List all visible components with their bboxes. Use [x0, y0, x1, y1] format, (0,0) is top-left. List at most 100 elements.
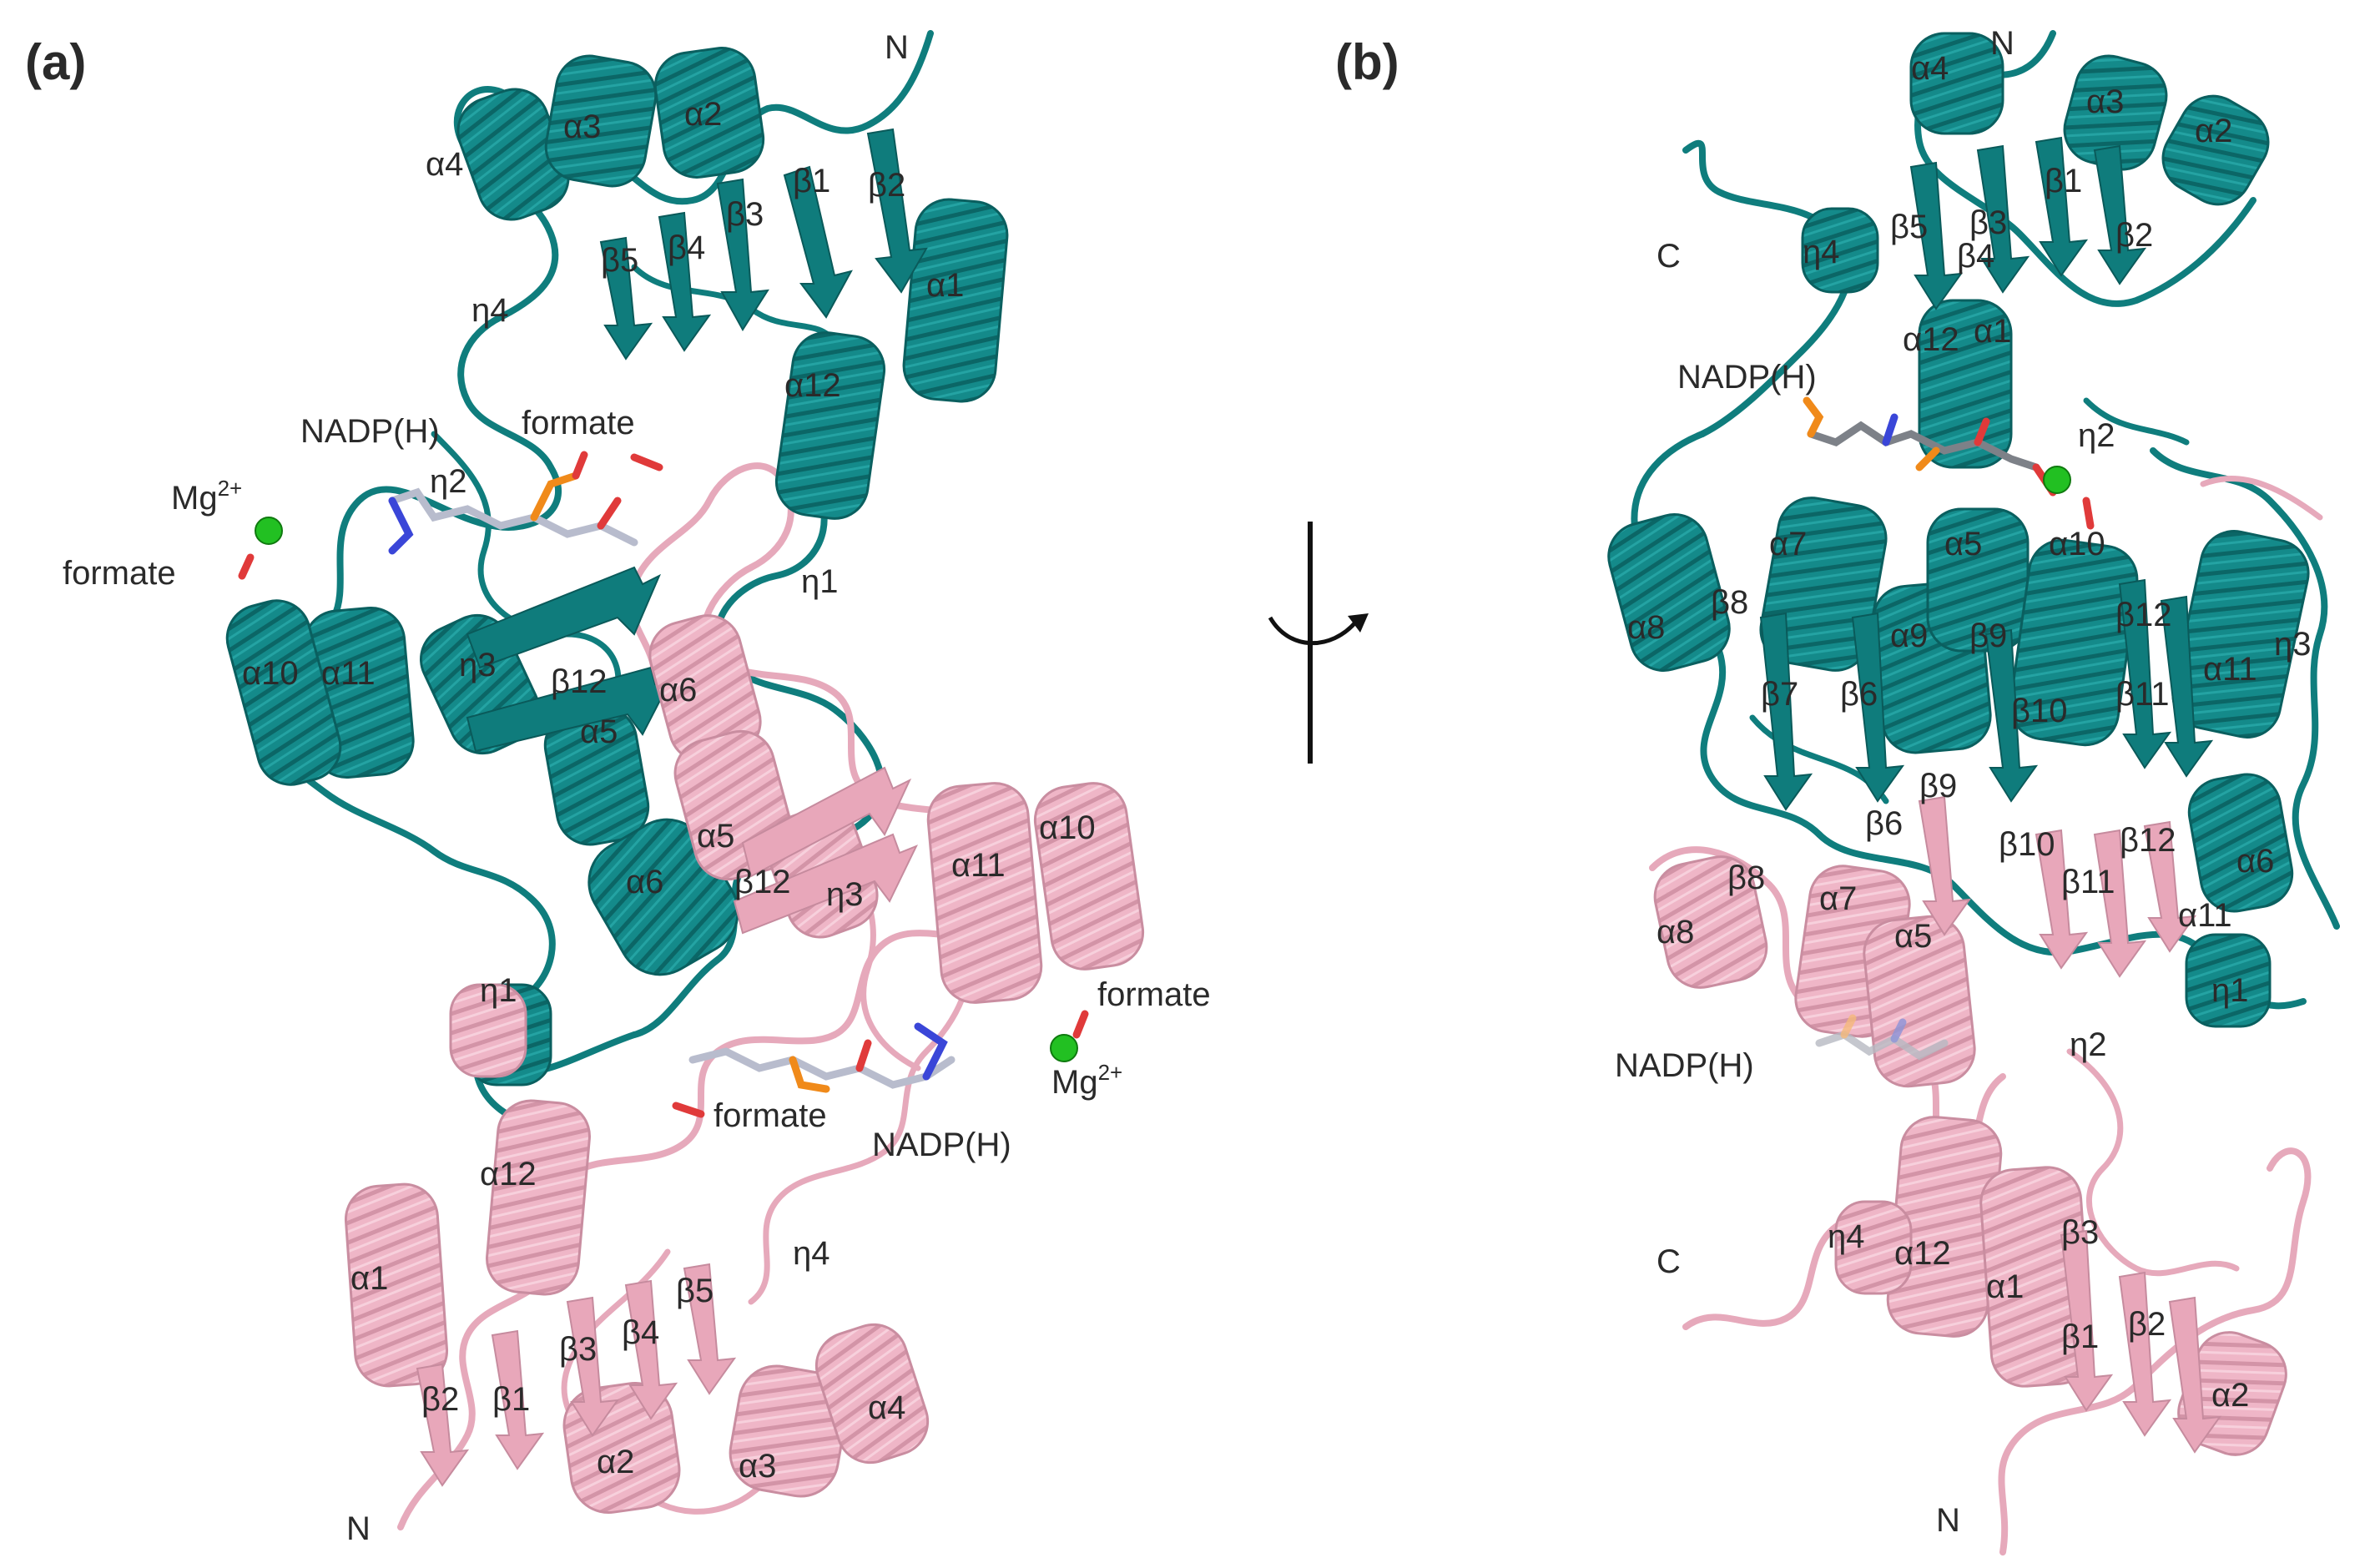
- magnesium-ion-bottom: [1050, 1034, 1078, 1062]
- nadp-stick-bottom: [688, 1022, 956, 1093]
- panel-a-label: (a): [25, 34, 86, 90]
- label-b-teal-eta2: η2: [2078, 417, 2115, 454]
- label-b-teal-b8: β8: [1711, 584, 1748, 621]
- label-formate-top: formate: [522, 405, 635, 441]
- label-b-pink-eta1: η1: [2211, 972, 2249, 1009]
- magnesium-ion-b: [2043, 466, 2071, 494]
- helix-a11-pink: [926, 782, 1043, 1004]
- label-pink-b3: β3: [559, 1331, 597, 1368]
- label-b-pink-a8: α8: [1656, 914, 1694, 950]
- label-pink-a1: α1: [350, 1260, 388, 1297]
- panel-b-labels: N C C N α4 α3 α2 β1 β5 β3 β2 η4 β4 α12 α…: [1615, 25, 2312, 1539]
- label-b-pink-b6: β6: [1865, 805, 1903, 842]
- panel-b-label: (b): [1335, 34, 1399, 90]
- formate-bottom-stick: [672, 1102, 705, 1118]
- label-teal-a11: α11: [321, 655, 376, 692]
- label-b-pink-eta4: η4: [1828, 1218, 1865, 1255]
- label-b-teal-a4: α4: [1911, 50, 1949, 87]
- rotation-symbol: [1268, 522, 1369, 764]
- label-teal-a3: α3: [563, 108, 601, 145]
- label-nadp-top: NADP(H): [300, 413, 440, 450]
- label-b-teal-a12: α12: [1903, 321, 1959, 358]
- helix-a12-pink: [486, 1099, 591, 1296]
- label-b-pink-a12: α12: [1894, 1235, 1951, 1272]
- helix-b-a8: [1607, 513, 1731, 672]
- label-b-teal-b6: β6: [1840, 676, 1878, 713]
- label-teal-b5: β5: [601, 242, 638, 279]
- terminus-b-n-bottom: N: [1936, 1502, 1960, 1539]
- label-b-teal-a3: α3: [2086, 83, 2124, 120]
- label-b-teal-a1: α1: [1974, 313, 2011, 350]
- helix-a10-pink: [1033, 782, 1145, 971]
- label-teal-eta3: η3: [459, 647, 497, 683]
- label-b-pink-a11: α11: [2178, 897, 2232, 934]
- panel-a-ligands: [238, 451, 1089, 1118]
- label-b-teal-eta3: η3: [2274, 626, 2312, 663]
- label-teal-a4: α4: [426, 146, 463, 183]
- label-pink-a11: α11: [951, 847, 1006, 884]
- helix-a3-top: [544, 54, 658, 188]
- label-pink-b5: β5: [676, 1273, 713, 1309]
- label-teal-a1: α1: [926, 267, 964, 304]
- label-teal-b12: β12: [551, 663, 608, 700]
- label-teal-a6-upper: α6: [659, 672, 697, 708]
- magnesium-ion-top: [255, 517, 283, 545]
- label-teal-b3: β3: [726, 196, 764, 233]
- label-teal-eta4: η4: [471, 292, 509, 329]
- label-pink-a2: α2: [597, 1444, 634, 1480]
- label-nadp-bottom: NADP(H): [872, 1127, 1011, 1163]
- panel-b-teal-helices: [1607, 32, 2310, 1028]
- helix-b-a4: [1909, 32, 2004, 135]
- helix-a1-pink: [344, 1182, 449, 1388]
- label-b-teal-a5: α5: [1944, 526, 1982, 562]
- label-b-pink-b11: β11: [2061, 864, 2115, 900]
- label-teal-eta1-top: η1: [801, 563, 839, 600]
- label-formate-right: formate: [1097, 976, 1211, 1013]
- terminus-b-n-top: N: [1990, 25, 2014, 62]
- helix-b-eta4: [1801, 207, 1879, 294]
- label-teal-a10: α10: [242, 655, 299, 692]
- label-teal-a2: α2: [684, 96, 722, 133]
- label-b-pink-b10: β10: [1999, 826, 2055, 863]
- helix-a10-top: [225, 599, 342, 786]
- label-b-pink-b8: β8: [1727, 860, 1765, 896]
- label-b-pink-a5: α5: [1894, 918, 1932, 955]
- label-b-teal-b4: β4: [1957, 238, 1994, 275]
- label-b-teal-b10: β10: [2011, 693, 2068, 729]
- label-b-teal-a11: α11: [2203, 651, 2257, 688]
- label-b-pink-b3: β3: [2061, 1214, 2099, 1251]
- panel-b-ligands: [1803, 396, 2095, 1061]
- helix-b-a2: [2161, 94, 2270, 206]
- label-b-teal-a10: α10: [2049, 526, 2105, 562]
- label-b-pink-a7: α7: [1819, 880, 1857, 917]
- label-b-pink-b12: β12: [2120, 822, 2176, 859]
- helix-a4-pink: [814, 1323, 930, 1465]
- label-pink-eta3: η3: [826, 876, 864, 913]
- label-b-teal-a8: α8: [1627, 609, 1665, 646]
- helix-a2-top: [653, 47, 765, 179]
- label-b-nadp-top: NADP(H): [1677, 359, 1817, 396]
- nadp-stick-b-bottom: [1815, 1014, 1949, 1061]
- label-b-pink-a2: α2: [2211, 1377, 2249, 1414]
- panel-a-teal-helices: [225, 47, 1009, 1087]
- panel-a: (a): [25, 29, 1211, 1547]
- panel-a-teal-sheets: [466, 128, 928, 753]
- formate-left-stick: [238, 553, 255, 580]
- panel-b-pink-sheets: [1918, 795, 2222, 1454]
- label-b-teal-b1: β1: [2045, 163, 2082, 199]
- label-pink-a4: α4: [868, 1389, 905, 1426]
- label-b-teal-b5: β5: [1890, 209, 1928, 245]
- label-pink-b2: β2: [421, 1381, 459, 1418]
- formate-top-stick: [630, 453, 663, 471]
- label-b-pink-b2: β2: [2128, 1306, 2166, 1343]
- label-formate-bottom: formate: [713, 1097, 827, 1134]
- label-teal-eta2: η2: [430, 463, 467, 500]
- label-pink-a5: α5: [697, 818, 734, 855]
- label-b-nadp-bottom: NADP(H): [1615, 1047, 1754, 1084]
- label-teal-a12: α12: [784, 367, 841, 404]
- helix-a12-top: [774, 331, 886, 520]
- label-b-teal-eta4: η4: [1803, 234, 1840, 270]
- helix-b-pink-eta4: [1834, 1200, 1913, 1295]
- helix-b-a6-pink-region-teal: [2187, 773, 2294, 913]
